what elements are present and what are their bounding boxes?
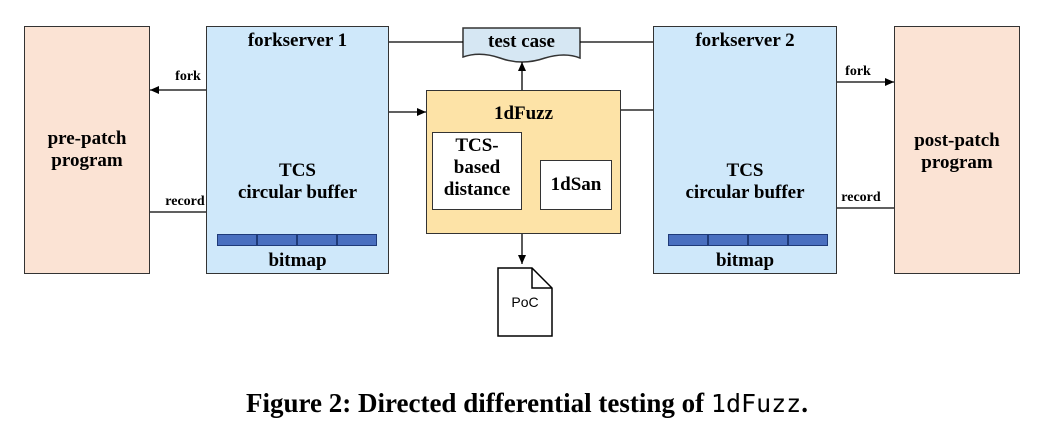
poc-fold-icon <box>531 268 552 289</box>
bitmap-bar-right <box>668 234 828 246</box>
poc-label: PoC <box>511 294 539 310</box>
distance-label: TCS- based distance <box>443 135 511 200</box>
tcs-buffer-label-right: TCS circular buffer <box>685 160 805 203</box>
test-case-shape <box>462 27 581 63</box>
fork-label-left: fork <box>175 69 201 84</box>
fork-label-right: fork <box>845 64 871 79</box>
forkserver-1-title: forkserver 1 <box>247 30 348 51</box>
forkserver-2-title: forkserver 2 <box>695 30 795 51</box>
sanitizer-label: 1dSan <box>550 174 602 195</box>
figure-caption: Figure 2: Directed differential testing … <box>0 388 1054 419</box>
post-patch-program-label: post-patch program <box>914 130 1000 173</box>
pre-patch-program-box <box>24 26 150 274</box>
record-label-right: record <box>841 190 881 205</box>
caption-tool-name: 1dFuzz <box>710 389 802 418</box>
pre-patch-program-label: pre-patch program <box>47 128 127 171</box>
sanitizer-box <box>540 160 612 210</box>
fuzzer-title: 1dFuzz <box>493 103 554 124</box>
caption-suffix: . <box>801 388 808 418</box>
poc-document-shape <box>497 267 553 337</box>
test-case-label: test case <box>488 31 555 52</box>
bitmap-label-right: bitmap <box>715 250 775 271</box>
forkserver-1-box <box>206 26 389 274</box>
bitmap-bar-left <box>217 234 377 246</box>
record-label-left: record <box>165 194 205 209</box>
forkserver-2-box <box>653 26 837 274</box>
bitmap-label-left: bitmap <box>268 250 327 271</box>
caption-prefix: Figure 2: Directed differential testing … <box>246 388 711 418</box>
tcs-buffer-label-left: TCS circular buffer <box>237 160 358 203</box>
distance-box <box>432 132 522 210</box>
post-patch-program-box <box>894 26 1020 274</box>
